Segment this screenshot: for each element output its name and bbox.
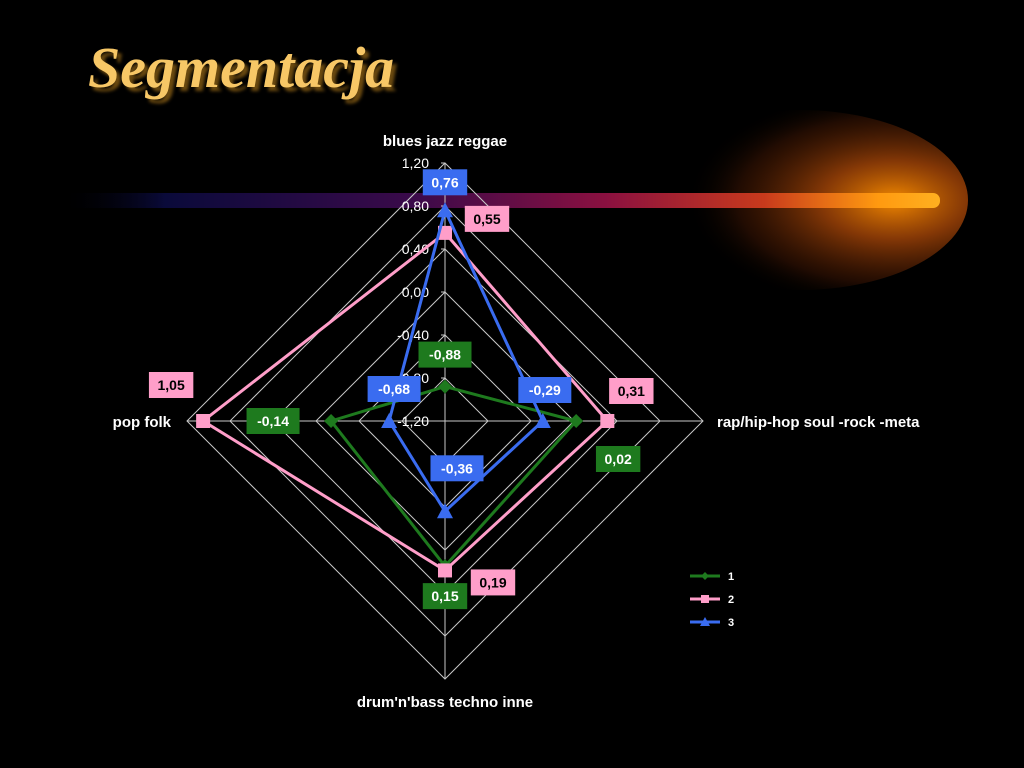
data-point (569, 414, 584, 428)
data-label-box: 0,15 (422, 583, 468, 610)
data-label: -0,14 (257, 413, 289, 429)
legend-label: 3 (728, 617, 734, 629)
tick-label: 0,80 (402, 198, 429, 214)
data-label-box: 0,19 (470, 569, 516, 596)
data-label-box: -0,14 (246, 408, 300, 434)
data-label-box: 0,76 (422, 169, 468, 196)
data-label-background (595, 446, 641, 472)
data-label: 0,02 (605, 451, 632, 467)
data-point (196, 414, 211, 428)
data-point (437, 202, 453, 218)
data-label-box: 0,55 (464, 205, 510, 232)
data-label-background (609, 378, 654, 404)
data-labels: -0,88 0,02 0,15 -0,14 0,55 0,31 0,19 1,05 0,76 -0… (148, 169, 654, 610)
data-label-background (148, 372, 194, 398)
data-label: -0,29 (529, 382, 561, 398)
legend-item: 3 (690, 617, 734, 629)
legend-item: 1 (690, 571, 734, 583)
data-label: 1,05 (158, 377, 185, 393)
data-label-background (246, 408, 300, 434)
data-point (437, 503, 453, 519)
data-point (534, 413, 551, 428)
data-label: -0,36 (441, 460, 473, 476)
series-2 (196, 225, 615, 578)
axis-label: drum'n'bass techno inne (357, 694, 533, 711)
tick-label: 1,20 (402, 155, 429, 171)
legend-label: 2 (728, 594, 734, 606)
tick-label: 0,40 (402, 241, 429, 257)
data-label-box: 0,31 (609, 378, 654, 404)
data-label: -0,88 (429, 347, 461, 363)
data-label-background (422, 583, 468, 610)
data-point (381, 413, 398, 428)
data-label-background (470, 569, 516, 596)
axis-label: pop folk (113, 414, 172, 431)
data-point (701, 572, 709, 580)
light-streak (60, 193, 940, 208)
data-label-background (464, 205, 510, 232)
axis-label: rap/hip-hop soul -rock -meta (717, 414, 920, 431)
legend: 1 2 3 (690, 571, 734, 629)
data-label-background (422, 169, 468, 196)
data-point (438, 563, 452, 578)
data-point (701, 595, 709, 603)
series-3 (381, 202, 551, 519)
data-label-box: 1,05 (148, 372, 194, 398)
data-label: 0,15 (431, 588, 458, 604)
data-label: -0,68 (378, 381, 410, 397)
data-label-background (367, 376, 421, 402)
background-decoration (60, 110, 968, 290)
data-point (324, 414, 339, 428)
data-point (700, 617, 710, 626)
data-point (438, 379, 452, 394)
data-label: 0,55 (473, 211, 500, 227)
axis-labels: blues jazz reggae rap/hip-hop soul -rock … (113, 133, 921, 711)
data-label: 0,19 (479, 574, 506, 590)
data-label-background (418, 341, 472, 368)
slide-title: Segmentacja (88, 35, 395, 100)
data-point (438, 225, 452, 240)
data-label-box: -0,68 (367, 376, 421, 402)
tick-label: -1,20 (397, 413, 429, 429)
axis-label: blues jazz reggae (383, 133, 507, 150)
data-point (600, 414, 615, 428)
legend-item: 2 (690, 594, 734, 606)
data-label-background (518, 377, 572, 403)
data-label: 0,76 (431, 174, 458, 190)
series-lines (196, 202, 615, 578)
data-label-box: -0,88 (418, 341, 472, 368)
data-label-box: -0,29 (518, 377, 572, 403)
data-label-background (430, 455, 484, 482)
data-label-box: -0,36 (430, 455, 484, 482)
data-label-box: 0,02 (595, 446, 641, 472)
legend-label: 1 (728, 571, 734, 583)
data-label: 0,31 (618, 383, 645, 399)
